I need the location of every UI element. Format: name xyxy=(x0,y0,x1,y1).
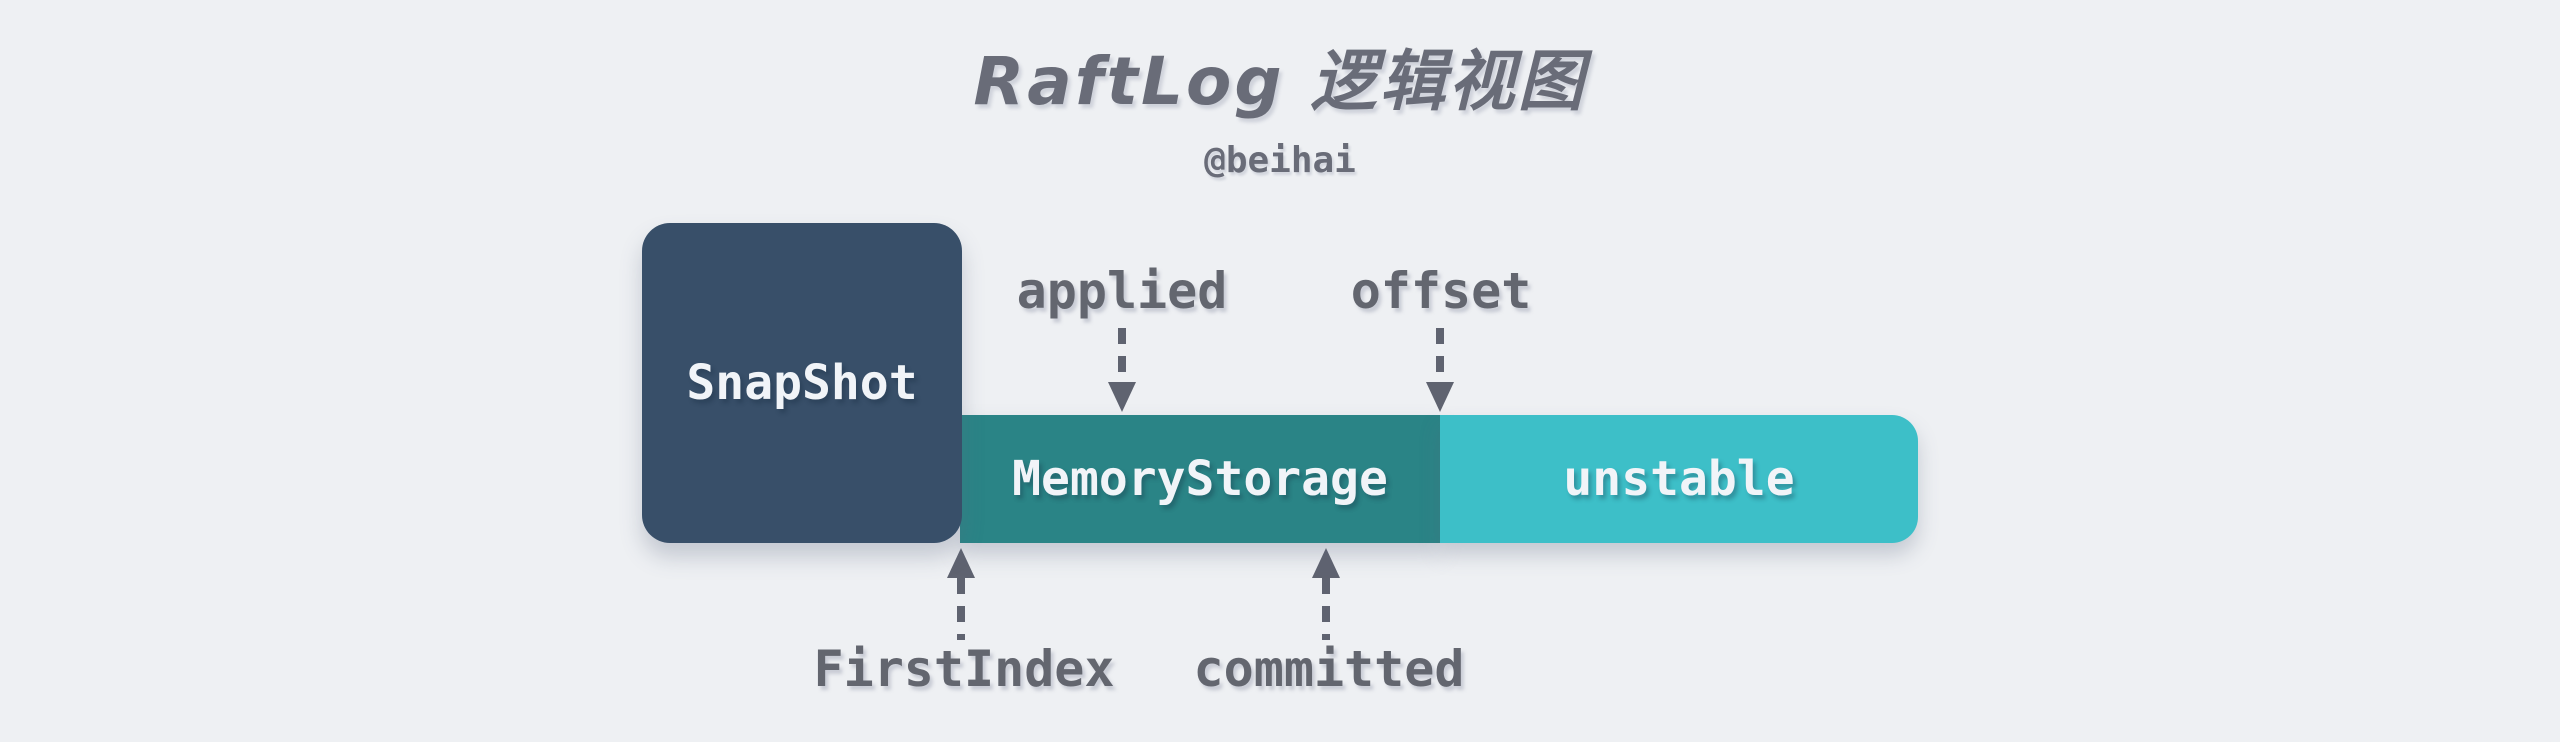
applied-label: applied xyxy=(1016,262,1228,320)
page-title: RaftLog 逻辑视图 xyxy=(973,43,1587,120)
committed-label: committed xyxy=(1193,640,1465,698)
unstable-box: unstable xyxy=(1440,415,1918,543)
firstindex-arrow-up-icon xyxy=(947,548,975,578)
memory-storage-label: MemoryStorage xyxy=(1012,451,1388,507)
firstindex-label: FirstIndex xyxy=(813,640,1115,698)
snapshot-box: SnapShot xyxy=(642,223,962,543)
snapshot-label: SnapShot xyxy=(686,355,918,411)
applied-arrow-down-icon xyxy=(1108,382,1136,412)
offset-arrow-line xyxy=(1436,328,1444,384)
committed-arrow-up-icon xyxy=(1312,548,1340,578)
firstindex-arrow-line xyxy=(957,578,965,640)
memory-storage-box: MemoryStorage xyxy=(960,415,1440,543)
offset-arrow-down-icon xyxy=(1426,382,1454,412)
committed-arrow-line xyxy=(1322,578,1330,640)
offset-label: offset xyxy=(1350,262,1532,320)
author-handle: @beihai xyxy=(1204,140,1356,181)
unstable-label: unstable xyxy=(1563,451,1795,507)
applied-arrow-line xyxy=(1118,328,1126,384)
